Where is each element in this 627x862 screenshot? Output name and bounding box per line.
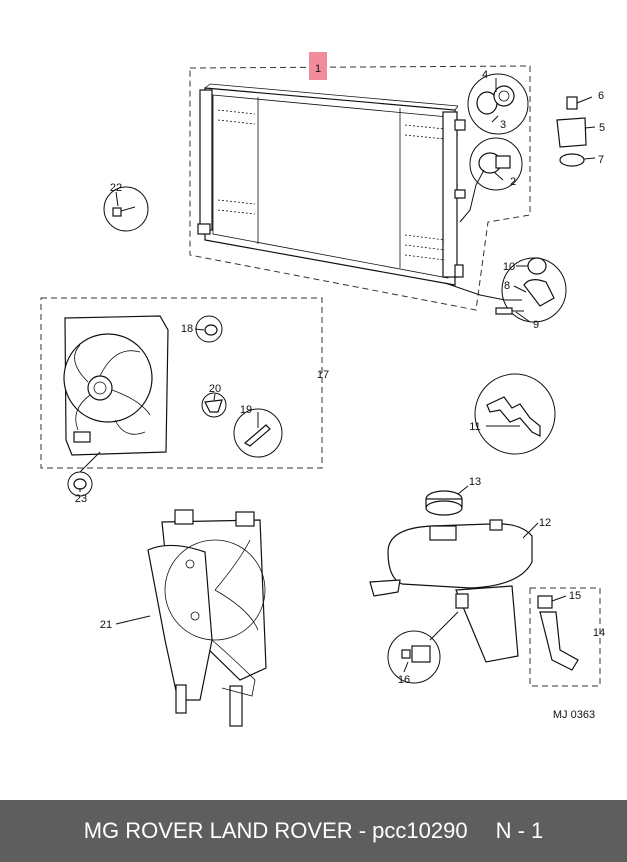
callout-11: 11 [469, 421, 480, 433]
leader-lines [79, 78, 596, 673]
clip-icon [486, 396, 541, 437]
detail-circle-11 [474, 373, 556, 455]
expansion-tank [369, 519, 533, 663]
callout-15: 15 [569, 590, 581, 602]
clip-small-icon [204, 399, 223, 413]
callout-2: 2 [510, 176, 516, 188]
detail-circle-3-4 [467, 73, 529, 135]
detail-circle-19 [233, 408, 283, 458]
detail-circle-22 [103, 186, 149, 232]
grommet-icon [523, 257, 555, 307]
drawing-code: MJ 0363 [553, 709, 595, 721]
callout-23: 23 [75, 493, 87, 505]
fan-assembly [63, 315, 169, 456]
callout-20: 20 [209, 383, 221, 395]
callout-5: 5 [599, 122, 605, 134]
callout-14: 14 [593, 627, 605, 639]
callout-1: 1 [315, 63, 321, 75]
callout-4: 4 [482, 69, 488, 81]
detail-circle-20 [201, 392, 227, 418]
radiator [197, 83, 466, 286]
bracket-icon [537, 595, 579, 671]
callout-13: 13 [469, 476, 481, 488]
callout-18: 18 [181, 323, 193, 335]
bolt-icon [495, 307, 524, 315]
callout-22: 22 [110, 182, 122, 194]
footer-brand: MG ROVER LAND ROVER - pcc10290 [83, 818, 468, 843]
detail-circle-2 [469, 137, 523, 191]
footer-banner: MG ROVER LAND ROVER - pcc10290 N - 1 [0, 800, 627, 862]
fan-group-boundary [40, 297, 323, 469]
bolt-16-icon [401, 645, 431, 663]
callout-6: 6 [598, 90, 604, 102]
footer-page: N - 1 [495, 818, 544, 843]
cap-icon [425, 490, 463, 516]
fan-cowl [147, 509, 267, 727]
callout-16: 16 [398, 674, 410, 686]
bush-icon [476, 85, 515, 115]
callout-19: 19 [240, 404, 252, 416]
callout-8: 8 [504, 280, 510, 292]
callout-10: 10 [503, 261, 515, 273]
callout-1-highlight [309, 52, 327, 80]
callout-17: 17 [317, 369, 329, 381]
callout-9: 9 [533, 319, 539, 331]
callout-3: 3 [500, 119, 506, 131]
screw-22-icon [112, 206, 136, 217]
callout-21: 21 [100, 619, 112, 631]
nut-23-icon [73, 478, 87, 490]
bracket-boundary [529, 587, 601, 687]
parts-diagram: 1 2 3 4 5 6 7 8 9 10 11 12 13 14 15 16 1… [40, 52, 605, 727]
detail-circle-16 [387, 630, 441, 684]
radiator-group-boundary [189, 65, 531, 311]
callout-12: 12 [539, 517, 551, 529]
nut-icon [204, 324, 218, 336]
mounting-bracket-icon [556, 96, 587, 167]
rivet-icon [243, 424, 271, 447]
callout-7: 7 [598, 154, 604, 166]
sensor-icon [478, 152, 511, 174]
